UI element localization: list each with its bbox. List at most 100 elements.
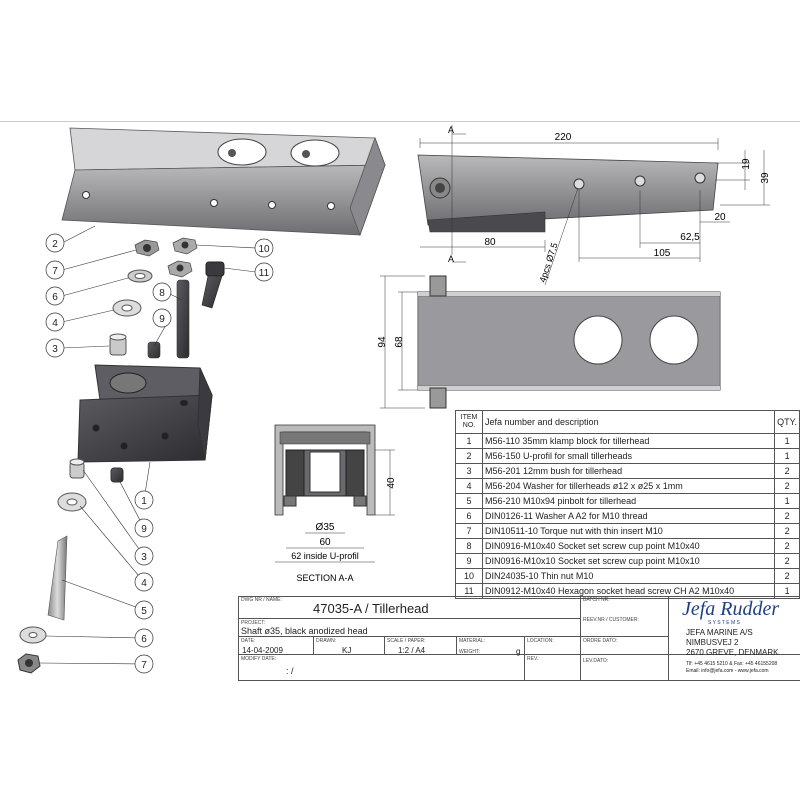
dim-bore: Ø35 <box>316 522 335 533</box>
hardware-upper <box>109 237 225 359</box>
bom-description: M56-210 M10x94 pinbolt for tillerhead <box>481 493 776 509</box>
dim-62-5: 62,5 <box>680 232 700 243</box>
bom-item-no: 9 <box>455 553 483 569</box>
material-label: MATERIAL: <box>459 638 486 644</box>
bom-description: DIN0916-M10x40 Socket set screw cup poin… <box>481 538 776 554</box>
scale-label: SCALE / PAPER: <box>387 638 426 644</box>
bill-of-materials: ITEM NO. Jefa number and description QTY… <box>455 410 800 599</box>
balloon-3: 3 <box>52 344 58 355</box>
bom-qty: 1 <box>774 448 800 464</box>
dim-holes: 4pcs Ø7,5 <box>537 242 559 284</box>
brand-logo: Jefa Rudder <box>682 598 780 620</box>
bom-description: DIN0912-M10x40 Hexagon socket head screw… <box>481 583 776 599</box>
bom-header-row: ITEM NO. Jefa number and description QTY… <box>455 410 800 434</box>
balloons <box>45 233 274 674</box>
balloon-5: 5 <box>141 606 147 617</box>
lev-label: LEV.DATO: <box>583 658 609 664</box>
dim-40: 40 <box>386 477 397 489</box>
section-view: 40 Ø35 60 62 inside U-profil SECTION A-A <box>274 424 397 583</box>
bom-item-no: 7 <box>455 523 483 539</box>
dim-inside: 62 inside U-profil <box>291 551 359 561</box>
balloon-1: 1 <box>141 496 147 507</box>
bom-qty: 1 <box>774 493 800 509</box>
company-street: NIMBUSVEJ 2 <box>686 638 739 647</box>
modify-label: MODIFY DATE: <box>241 656 277 662</box>
bom-item-no: 2 <box>455 448 483 464</box>
dim-19: 19 <box>741 158 752 170</box>
bom-qty: 2 <box>774 463 800 479</box>
project-value: Shaft ø35, black anodized head <box>241 626 368 636</box>
balloon-7: 7 <box>52 266 58 277</box>
dim-80: 80 <box>484 237 496 248</box>
brand-sub: S Y S T E M S <box>708 620 740 626</box>
date-value: 14-04-2009 <box>242 646 283 655</box>
scale-value: 1:2 / A4 <box>398 646 426 655</box>
balloon-10: 10 <box>258 244 270 255</box>
bom-qty: 2 <box>774 538 800 554</box>
balloon-4b: 4 <box>141 578 147 589</box>
title-block: DWG NR / NAME: 47035-A / Tillerhead PROJ… <box>238 596 800 681</box>
bom-item-no: 4 <box>455 478 483 494</box>
bom-item-no: 6 <box>455 508 483 524</box>
dim-94: 94 <box>377 336 388 348</box>
balloon-6: 6 <box>52 292 58 303</box>
balloon-8: 8 <box>159 288 165 299</box>
dim-60: 60 <box>319 537 331 548</box>
bom-header-qty: QTY. <box>774 410 800 434</box>
balloon-9b: 9 <box>141 524 147 535</box>
rev-label: REV.: <box>527 656 540 662</box>
company-email: Email: info@jefa.com - www.jefa.com <box>686 668 769 674</box>
section-caption: SECTION A-A <box>296 573 353 583</box>
balloon-4: 4 <box>52 318 58 329</box>
dim-220: 220 <box>555 132 572 143</box>
bom-item-no: 1 <box>455 433 483 449</box>
bom-qty: 2 <box>774 523 800 539</box>
bom-header-description: Jefa number and description <box>481 410 776 434</box>
bom-qty: 2 <box>774 478 800 494</box>
dim-20: 20 <box>714 212 726 223</box>
balloon-9: 9 <box>159 314 165 325</box>
bom-item-no: 8 <box>455 538 483 554</box>
balloon-11: 11 <box>259 268 270 279</box>
project-label: PROJECT: <box>241 620 266 626</box>
bom-description: DIN24035-10 Thin nut M10 <box>481 568 776 584</box>
sheet-border <box>0 121 800 122</box>
bom-description: DIN10511-10 Torque nut with thin insert … <box>481 523 776 539</box>
dim-39: 39 <box>760 172 771 184</box>
bom-description: M56-204 Washer for tillerheads ø12 x ø25… <box>481 478 776 494</box>
date-label: DATE: <box>241 638 256 644</box>
drawn-label: DRAWN: <box>316 638 337 644</box>
balloon-2: 2 <box>52 239 58 250</box>
bom-description: M56-150 U-profil for small tillerheads <box>481 448 776 464</box>
balloon-3b: 3 <box>141 552 147 563</box>
dwg-label: DWG NR / NAME: <box>241 597 282 603</box>
company-city: 2670 GREVE, DENMARK <box>686 648 779 657</box>
bom-description: M56-110 35mm klamp block for tillerhead <box>481 433 776 449</box>
bom-qty: 2 <box>774 553 800 569</box>
balloon-6b: 6 <box>141 634 147 645</box>
weight-label: WEIGHT: <box>459 649 480 655</box>
bom-item-no: 11 <box>455 583 483 599</box>
dim-68: 68 <box>394 336 405 348</box>
drawn-value: KJ <box>342 646 352 655</box>
batch-label: BATCH NR: <box>583 597 610 603</box>
bom-description: DIN0126-11 Washer A A2 for M10 thread <box>481 508 776 524</box>
bom-qty: 1 <box>774 583 800 599</box>
order-label: ORDRE DATO: <box>583 638 618 644</box>
section-mark-top: A <box>448 125 454 135</box>
weight-unit: g <box>516 647 521 656</box>
dwg-value: 47035-A / Tillerhead <box>313 601 429 616</box>
modify-value: : / <box>286 666 294 676</box>
revnr-label: REEV.NR / CUSTOMER: <box>583 617 639 623</box>
